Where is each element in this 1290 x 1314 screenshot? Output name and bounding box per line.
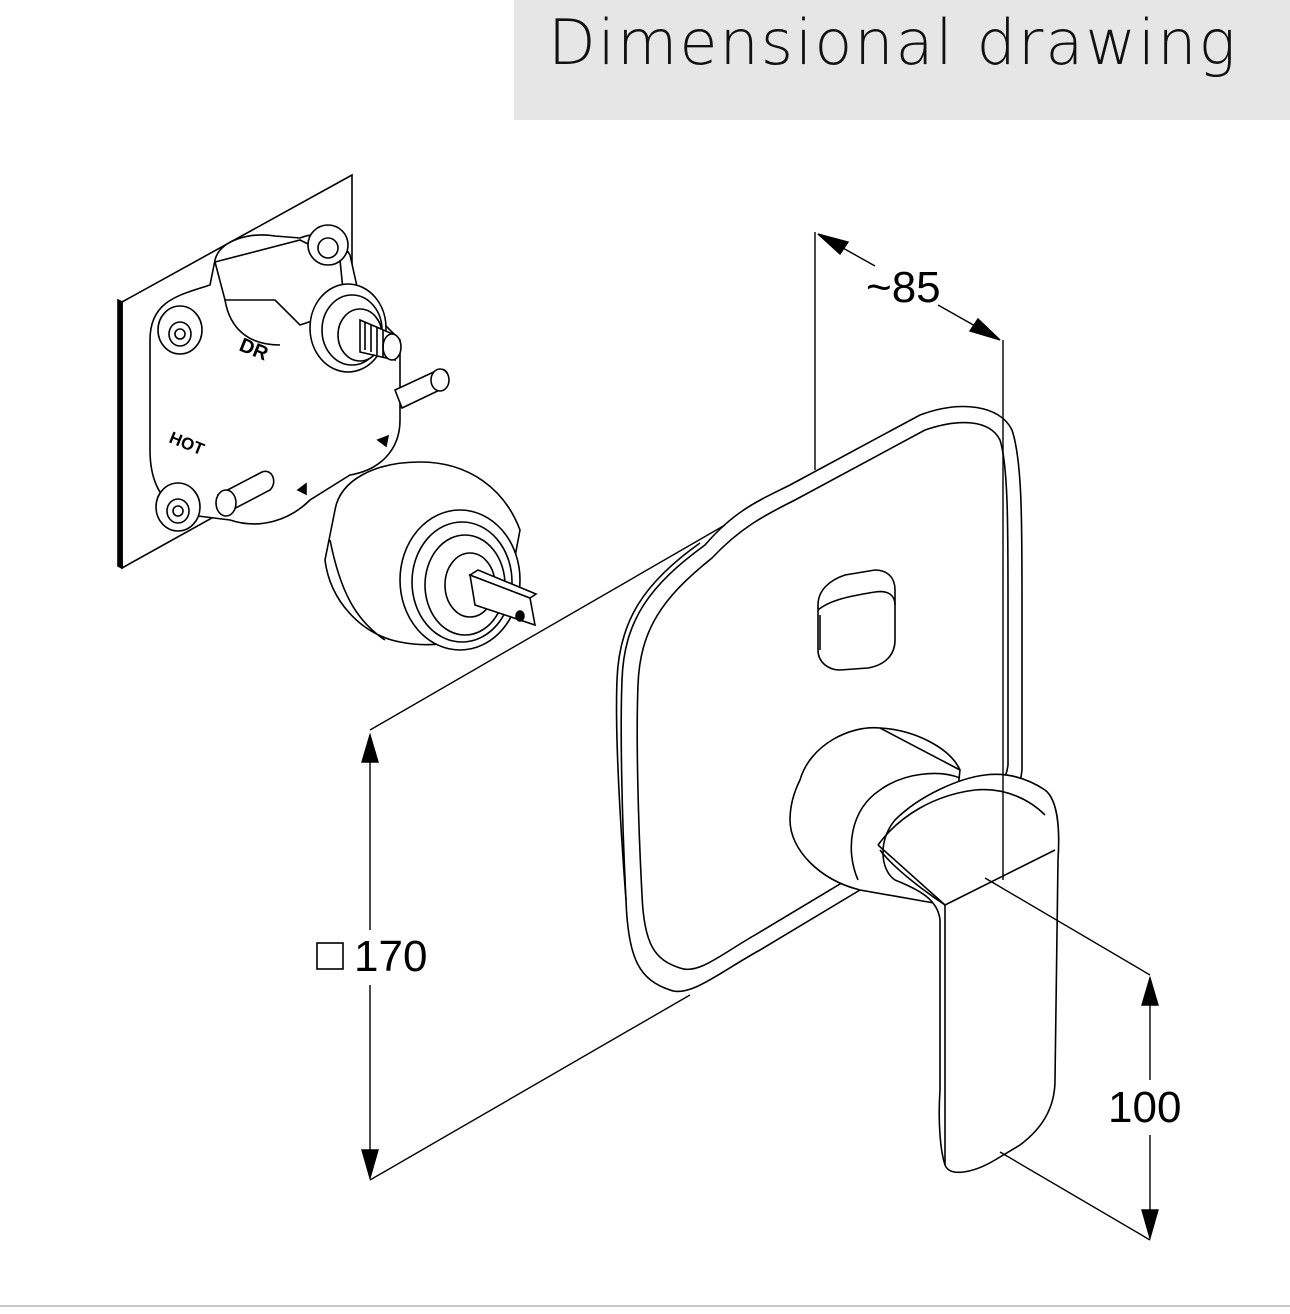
- page-title: Dimensional drawing: [548, 6, 1238, 79]
- bottom-divider: [0, 1305, 1290, 1307]
- depth-dimension-label: ~85: [866, 263, 941, 312]
- concealed-valve-body: [117, 173, 538, 651]
- square-symbol-icon: [316, 942, 344, 970]
- plate-size-dimension-label: 170: [354, 932, 427, 981]
- lever-length-dimension-label: 100: [1108, 1083, 1181, 1132]
- cover-plate: [615, 405, 1060, 1174]
- title-banner: [514, 0, 1290, 120]
- dimension-lines: [361, 232, 1159, 1241]
